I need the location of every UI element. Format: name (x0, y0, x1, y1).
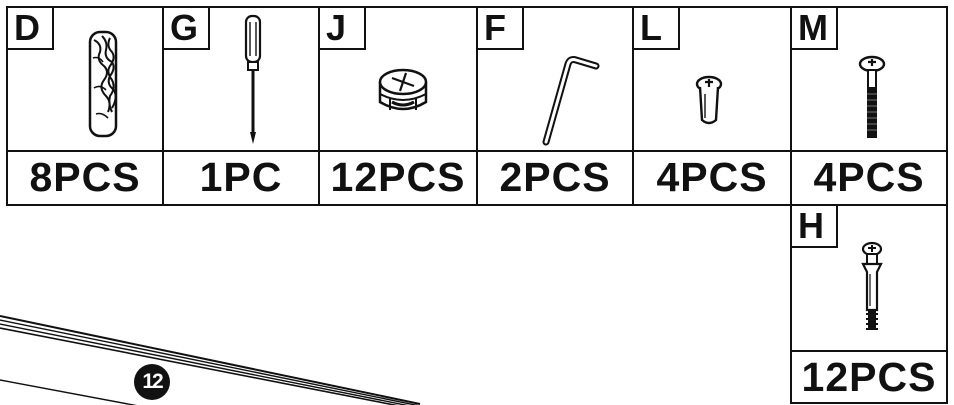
screwdriver-icon (244, 14, 262, 144)
wooden-dowel-icon (88, 30, 118, 138)
short-screw-icon (695, 75, 723, 125)
long-screw-icon (858, 55, 886, 138)
quantity-m: 4PCS (790, 150, 948, 206)
quantity-f: 2PCS (476, 150, 634, 206)
quantity-g: 1PC (162, 150, 320, 206)
quantity-l: 4PCS (632, 150, 792, 206)
part-cell-j: J (318, 6, 478, 152)
step-number-badge: 12 (134, 364, 170, 400)
cam-bolt-icon (861, 241, 883, 330)
part-letter-h: H (792, 206, 838, 248)
board-edge-drawing (0, 315, 421, 405)
part-cell-f: F (476, 6, 634, 152)
part-letter-f: F (478, 8, 524, 50)
part-cell-m: M (790, 6, 948, 152)
part-letter-l: L (634, 8, 680, 50)
cam-lock-icon (378, 68, 428, 111)
part-letter-g: G (164, 8, 210, 50)
part-cell-l: L (632, 6, 792, 152)
part-letter-d: D (8, 8, 54, 50)
part-cell-h: H (790, 204, 948, 352)
quantity-j: 12PCS (318, 150, 478, 206)
part-cell-d: D (6, 6, 164, 152)
allen-key-icon (542, 56, 600, 146)
part-letter-j: J (320, 8, 366, 50)
quantity-d: 8PCS (6, 150, 164, 206)
part-letter-m: M (792, 8, 838, 50)
quantity-h: 12PCS (790, 350, 948, 404)
part-cell-g: G (162, 6, 320, 152)
